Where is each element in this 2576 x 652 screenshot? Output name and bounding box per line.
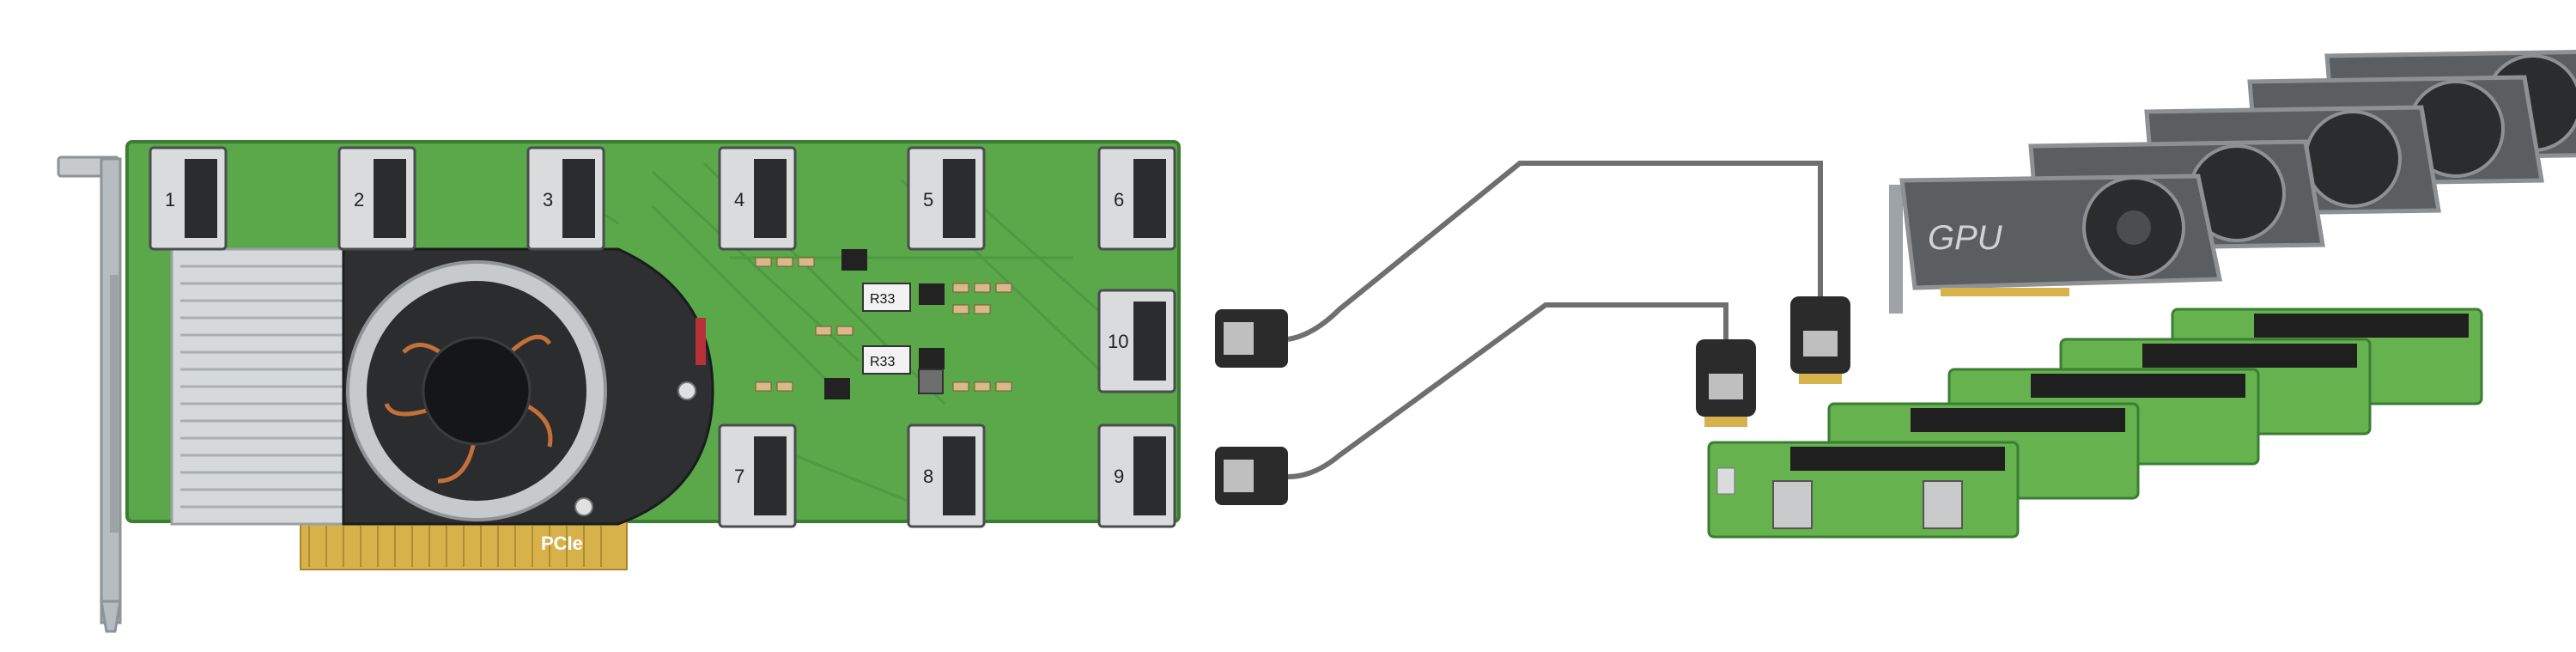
port-label: 9 <box>1114 466 1124 487</box>
port-label: 2 <box>354 189 364 210</box>
pcie-logo: PCIe <box>541 533 583 554</box>
port-label: 6 <box>1114 189 1124 210</box>
gpu-card-front: GPU <box>1889 174 2223 314</box>
slimsas-port-3: 3 <box>526 146 605 251</box>
gold-edge-connector <box>300 519 628 570</box>
component-label-r33-top: R33 <box>870 292 895 307</box>
slimsas-port-1: 1 <box>149 146 228 251</box>
cable-connector <box>1696 339 1756 427</box>
host-adapter-card: PCIe <box>57 140 1181 633</box>
cooling-fan <box>342 247 714 526</box>
slimsas-port-5: 5 <box>907 146 986 251</box>
port-label: 5 <box>923 189 933 210</box>
cable-connector <box>1790 296 1850 384</box>
cable-connector <box>1215 447 1288 505</box>
slimsas-port-6: 6 <box>1097 146 1176 251</box>
gpu-label: GPU <box>1928 219 2003 257</box>
component-label-r33-bottom: R33 <box>870 355 895 369</box>
port-label: 8 <box>923 466 933 487</box>
port-label: 3 <box>543 189 553 210</box>
slimsas-port-2: 2 <box>337 146 416 251</box>
port-label: 4 <box>734 189 744 210</box>
gpu-stack: GPU <box>1889 49 2576 314</box>
port-label: 7 <box>734 466 744 487</box>
pcie-bracket <box>57 155 122 633</box>
cable-connector <box>1215 309 1288 368</box>
slimsas-port-7: 7 <box>718 423 797 528</box>
slimsas-port-8: 8 <box>907 423 986 528</box>
slimsas-cables <box>1215 161 1850 505</box>
slimsas-port-4: 4 <box>718 146 797 251</box>
port-label: 1 <box>165 189 175 210</box>
slimsas-ports: 1 2 3 4 5 <box>149 146 1176 528</box>
slimsas-port-9: 9 <box>1097 423 1176 528</box>
riser-stack <box>1707 308 2483 539</box>
cable-lower <box>1287 302 1728 479</box>
cable-upper <box>1287 161 1823 342</box>
slimsas-port-10: 10 <box>1097 289 1176 393</box>
pcb-components: R33 R33 <box>755 249 1012 399</box>
riser-board-front <box>1707 441 2020 539</box>
port-label: 10 <box>1108 331 1128 352</box>
